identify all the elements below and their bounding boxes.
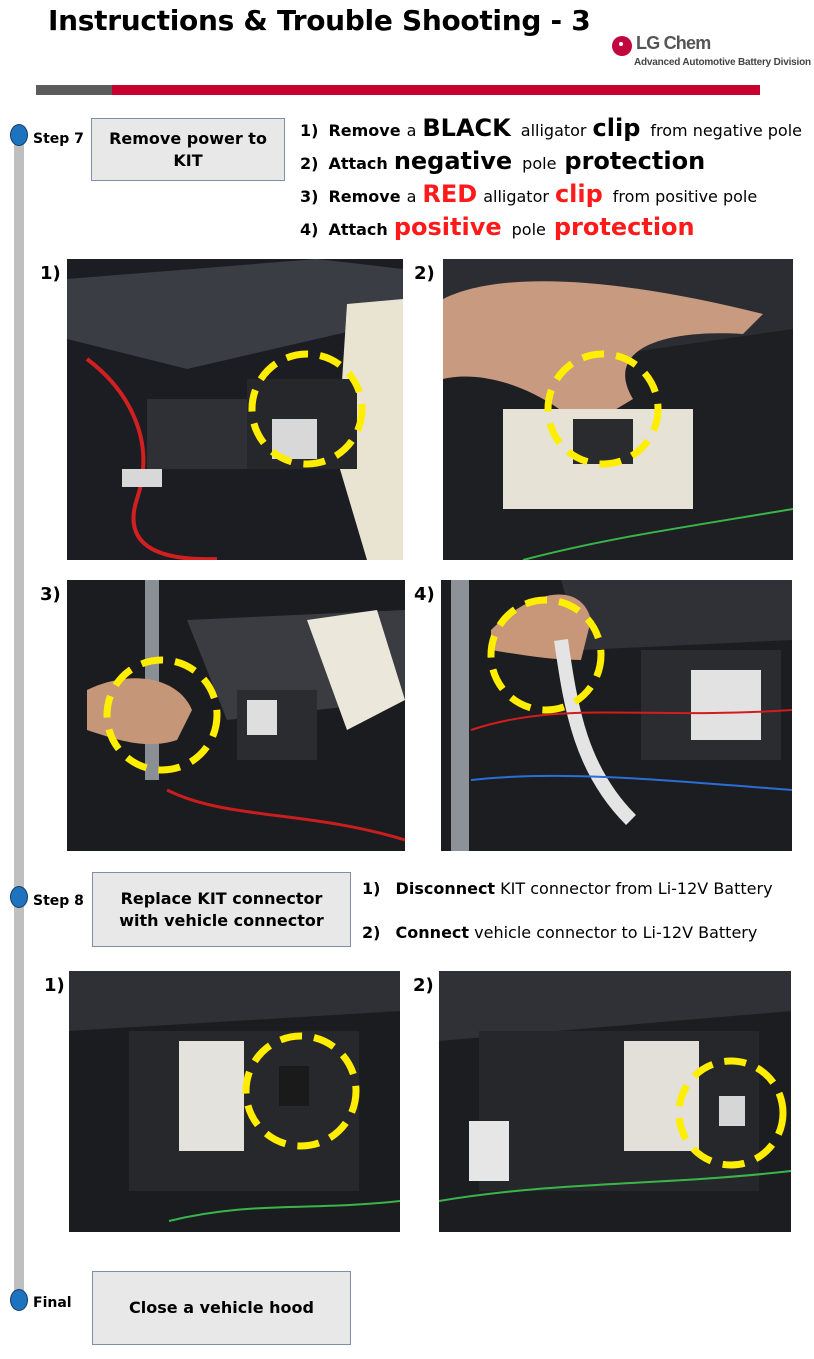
timeline-dot-step7	[10, 124, 28, 146]
timeline-dot-step8	[10, 886, 28, 908]
photo-label: 2)	[413, 975, 434, 996]
step7-photo-2	[443, 259, 793, 560]
step8-photo-2	[439, 971, 791, 1232]
step7-photo-1	[67, 259, 403, 560]
timeline-line	[14, 134, 24, 1298]
final-title-box: Close a vehicle hood	[92, 1271, 351, 1345]
step7-item-1: 1) Remove a BLACK alligator clip from ne…	[300, 114, 802, 142]
logo-name: LG Chem	[636, 33, 711, 53]
step8-label: Step 8	[33, 893, 84, 909]
photo-label: 4)	[414, 584, 435, 605]
logo-division: Advanced Automotive Battery Division	[634, 57, 811, 68]
photo-label: 2)	[414, 263, 435, 284]
step7-item-4: 4) Attach positive pole protection	[300, 213, 695, 241]
page-title: Instructions & Trouble Shooting - 3	[48, 4, 591, 37]
step7-item-2: 2) Attach negative pole protection	[300, 147, 706, 175]
step8-item-2: 2) Connect vehicle connector to Li-12V B…	[362, 923, 758, 942]
final-label: Final	[33, 1295, 72, 1311]
photo-label: 3)	[40, 584, 61, 605]
step7-item-3: 3) Remove a RED alligator clip from posi…	[300, 180, 758, 208]
step7-label: Step 7	[33, 131, 84, 147]
step8-title-box: Replace KIT connector with vehicle conne…	[92, 872, 351, 947]
step8-photo-1	[69, 971, 400, 1232]
lg-logo-icon	[612, 36, 632, 56]
step7-title-box: Remove power to KIT	[91, 118, 285, 181]
photo-label: 1)	[40, 263, 61, 284]
timeline-dot-final	[10, 1289, 28, 1311]
photo-label: 1)	[44, 975, 65, 996]
step8-item-1: 1) Disconnect KIT connector from Li-12V …	[362, 879, 773, 898]
step7-photo-4	[441, 580, 792, 851]
header-bar-gray	[36, 85, 112, 95]
step7-photo-3	[67, 580, 405, 851]
header-bar-red	[112, 85, 760, 95]
lg-chem-logo: LG Chem Advanced Automotive Battery Divi…	[612, 33, 811, 74]
